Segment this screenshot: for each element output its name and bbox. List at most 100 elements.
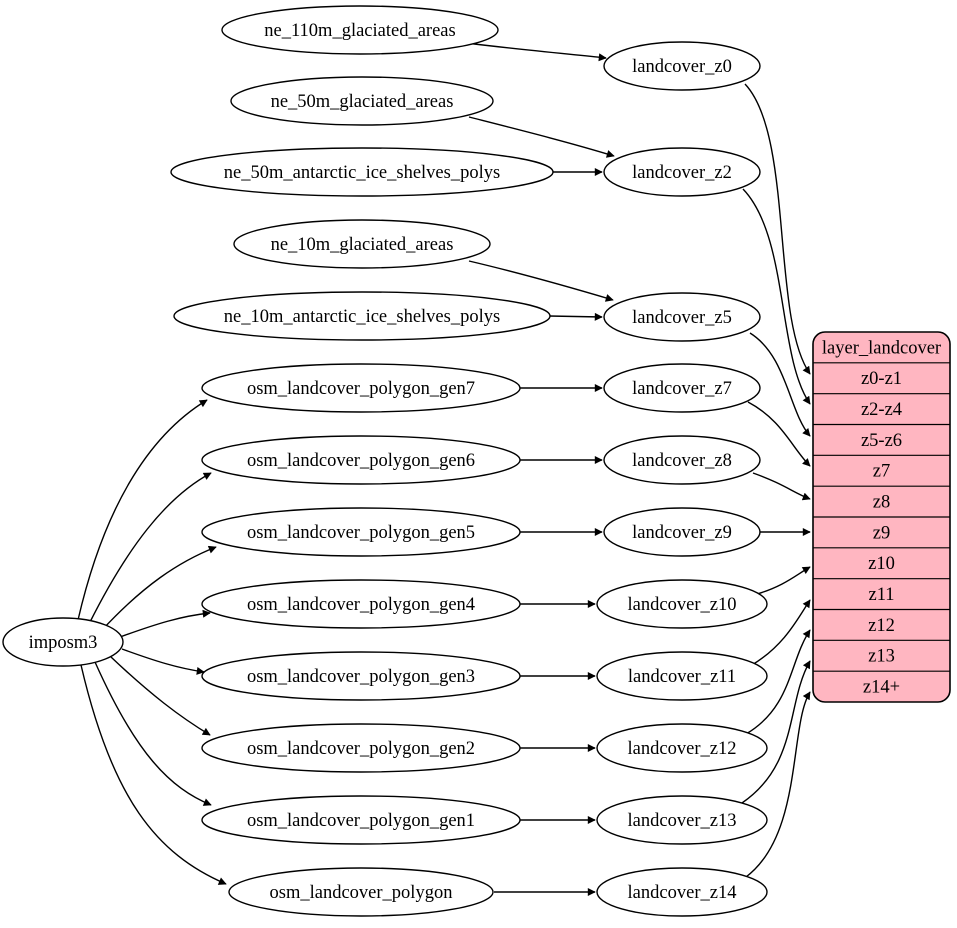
edge-ne_10m_antarctic_ice_shelves_polys-to-landcover_z5 bbox=[548, 312, 603, 321]
edge-landcover_z13-to-layer_landcover.z13 bbox=[741, 660, 811, 804]
node-label-osm_landcover_polygon_gen3: osm_landcover_polygon_gen3 bbox=[247, 667, 475, 687]
edge-landcover_z0-to-layer_landcover.z0-z1 bbox=[744, 83, 811, 375]
edge-ne_50m_glaciated_areas-to-landcover_z2 bbox=[468, 116, 615, 158]
node-label-ne_50m_glaciated_areas: ne_50m_glaciated_areas bbox=[271, 92, 454, 112]
node-ne_10m_glaciated_areas: ne_10m_glaciated_areas bbox=[233, 219, 491, 269]
node-landcover_z2: landcover_z2 bbox=[603, 147, 761, 197]
node-ellipse-ne_10m_antarctic_ice_shelves_polys bbox=[173, 291, 551, 341]
node-ne_10m_antarctic_ice_shelves_polys: ne_10m_antarctic_ice_shelves_polys bbox=[173, 291, 551, 341]
edge-ne_110m_glaciated_areas-to-landcover_z0 bbox=[465, 42, 607, 62]
edge-imposm3-to-osm_landcover_polygon_gen1 bbox=[94, 661, 212, 806]
node-ellipse-osm_landcover_polygon_gen6 bbox=[201, 435, 521, 485]
node-ellipse-landcover_z0 bbox=[603, 41, 761, 91]
node-ne_50m_glaciated_areas: ne_50m_glaciated_areas bbox=[230, 76, 494, 126]
edge-ne_10m_glaciated_areas-to-landcover_z5 bbox=[468, 260, 614, 302]
node-label-osm_landcover_polygon_gen2: osm_landcover_polygon_gen2 bbox=[247, 739, 475, 759]
node-imposm3: imposm3 bbox=[2, 617, 124, 667]
table-row-z2-z4: z2-z4 bbox=[861, 400, 902, 420]
node-ellipse-landcover_z2 bbox=[603, 147, 761, 197]
node-label-landcover_z12: landcover_z12 bbox=[628, 739, 737, 759]
node-landcover_z5: landcover_z5 bbox=[603, 292, 761, 342]
table-row-z12: z12 bbox=[868, 616, 895, 636]
table-row-z13: z13 bbox=[868, 647, 895, 667]
node-label-osm_landcover_polygon_gen5: osm_landcover_polygon_gen5 bbox=[247, 523, 475, 543]
node-label-ne_110m_glaciated_areas: ne_110m_glaciated_areas bbox=[264, 21, 455, 41]
edge-imposm3-to-osm_landcover_polygon_gen3 bbox=[121, 648, 205, 675]
node-ellipse-ne_10m_glaciated_areas bbox=[233, 219, 491, 269]
edge-landcover_z7-to-layer_landcover.z7 bbox=[747, 401, 811, 467]
node-layer: imposm3 ne_110m_glaciated_areas ne_50m_gla… bbox=[2, 5, 768, 917]
node-ellipse-osm_landcover_polygon bbox=[228, 867, 494, 917]
node-label-osm_landcover_polygon: osm_landcover_polygon bbox=[270, 883, 453, 903]
edge-landcover_z14-to-layer_landcover.z14+ bbox=[745, 691, 811, 878]
node-ellipse-osm_landcover_polygon_gen5 bbox=[201, 507, 521, 557]
edge-landcover_z2-to-layer_landcover.z2-z4 bbox=[742, 188, 811, 405]
node-ellipse-ne_50m_glaciated_areas bbox=[230, 76, 494, 126]
node-landcover_z7: landcover_z7 bbox=[603, 363, 761, 413]
table-row-z14+: z14+ bbox=[863, 678, 900, 698]
node-label-landcover_z2: landcover_z2 bbox=[632, 163, 732, 183]
node-ne_110m_glaciated_areas: ne_110m_glaciated_areas bbox=[221, 5, 499, 55]
edge-landcover_z5-to-layer_landcover.z5-z6 bbox=[749, 332, 811, 437]
edge-imposm3-to-osm_landcover_polygon_gen7 bbox=[77, 399, 208, 621]
edge-layer bbox=[77, 42, 811, 896]
node-ellipse-ne_110m_glaciated_areas bbox=[221, 5, 499, 55]
node-label-ne_10m_antarctic_ice_shelves_polys: ne_10m_antarctic_ice_shelves_polys bbox=[224, 307, 500, 327]
node-ellipse-imposm3 bbox=[2, 617, 124, 667]
node-landcover_z11: landcover_z11 bbox=[596, 651, 768, 701]
node-ellipse-landcover_z10 bbox=[596, 579, 768, 629]
node-osm_landcover_polygon_gen6: osm_landcover_polygon_gen6 bbox=[201, 435, 521, 485]
node-ellipse-landcover_z12 bbox=[596, 723, 768, 773]
edge-landcover_z10-to-layer_landcover.z10 bbox=[756, 566, 811, 595]
node-ellipse-osm_landcover_polygon_gen3 bbox=[201, 651, 521, 701]
node-landcover_z9: landcover_z9 bbox=[603, 507, 761, 557]
node-label-landcover_z10: landcover_z10 bbox=[628, 595, 737, 615]
edge-imposm3-to-osm_landcover_polygon_gen6 bbox=[88, 472, 212, 625]
edge-imposm3-to-osm_landcover_polygon bbox=[80, 664, 227, 885]
node-ellipse-ne_50m_antarctic_ice_shelves_polys bbox=[170, 147, 554, 197]
node-osm_landcover_polygon_gen5: osm_landcover_polygon_gen5 bbox=[201, 507, 521, 557]
node-osm_landcover_polygon: osm_landcover_polygon bbox=[228, 867, 494, 917]
edge-imposm3-to-osm_landcover_polygon_gen5 bbox=[101, 545, 217, 631]
node-label-landcover_z14: landcover_z14 bbox=[628, 883, 737, 903]
node-label-osm_landcover_polygon_gen1: osm_landcover_polygon_gen1 bbox=[247, 811, 475, 831]
node-label-landcover_z7: landcover_z7 bbox=[632, 379, 732, 399]
table-row-z8: z8 bbox=[873, 493, 890, 513]
node-label-ne_10m_glaciated_areas: ne_10m_glaciated_areas bbox=[271, 235, 454, 255]
table-row-z9: z9 bbox=[873, 523, 890, 543]
node-ne_50m_antarctic_ice_shelves_polys: ne_50m_antarctic_ice_shelves_polys bbox=[170, 147, 554, 197]
node-ellipse-osm_landcover_polygon_gen1 bbox=[201, 795, 521, 845]
node-landcover_z14: landcover_z14 bbox=[596, 867, 768, 917]
node-ellipse-landcover_z5 bbox=[603, 292, 761, 342]
edge-imposm3-to-osm_landcover_polygon_gen4 bbox=[119, 609, 211, 638]
node-label-imposm3: imposm3 bbox=[29, 633, 98, 653]
node-landcover_z13: landcover_z13 bbox=[596, 795, 768, 845]
node-ellipse-landcover_z11 bbox=[596, 651, 768, 701]
table-header: layer_landcover bbox=[822, 338, 941, 358]
node-ellipse-osm_landcover_polygon_gen7 bbox=[201, 363, 521, 413]
table-row-z7: z7 bbox=[873, 462, 890, 482]
edge-landcover_z11-to-layer_landcover.z11 bbox=[751, 599, 811, 666]
node-landcover_z10: landcover_z10 bbox=[596, 579, 768, 629]
node-ellipse-osm_landcover_polygon_gen4 bbox=[201, 579, 521, 629]
node-osm_landcover_polygon_gen1: osm_landcover_polygon_gen1 bbox=[201, 795, 521, 845]
table-layer_landcover: layer_landcoverz0-z1z2-z4z5-z6z7z8z9z10z… bbox=[812, 331, 951, 703]
node-label-osm_landcover_polygon_gen6: osm_landcover_polygon_gen6 bbox=[247, 451, 475, 471]
table-layer: layer_landcoverz0-z1z2-z4z5-z6z7z8z9z10z… bbox=[812, 331, 951, 703]
node-osm_landcover_polygon_gen3: osm_landcover_polygon_gen3 bbox=[201, 651, 521, 701]
table-row-z11: z11 bbox=[868, 585, 894, 605]
node-osm_landcover_polygon_gen4: osm_landcover_polygon_gen4 bbox=[201, 579, 521, 629]
table-row-z0-z1: z0-z1 bbox=[861, 369, 902, 389]
node-label-landcover_z9: landcover_z9 bbox=[632, 523, 732, 543]
node-label-landcover_z5: landcover_z5 bbox=[632, 308, 732, 328]
node-label-landcover_z8: landcover_z8 bbox=[632, 451, 732, 471]
node-ellipse-landcover_z8 bbox=[603, 435, 761, 485]
table-row-z10: z10 bbox=[868, 554, 895, 574]
node-label-landcover_z11: landcover_z11 bbox=[628, 667, 736, 687]
node-landcover_z0: landcover_z0 bbox=[603, 41, 761, 91]
edge-landcover_z8-to-layer_landcover.z8 bbox=[752, 472, 811, 501]
node-label-landcover_z13: landcover_z13 bbox=[628, 811, 737, 831]
node-label-ne_50m_antarctic_ice_shelves_polys: ne_50m_antarctic_ice_shelves_polys bbox=[224, 163, 500, 183]
